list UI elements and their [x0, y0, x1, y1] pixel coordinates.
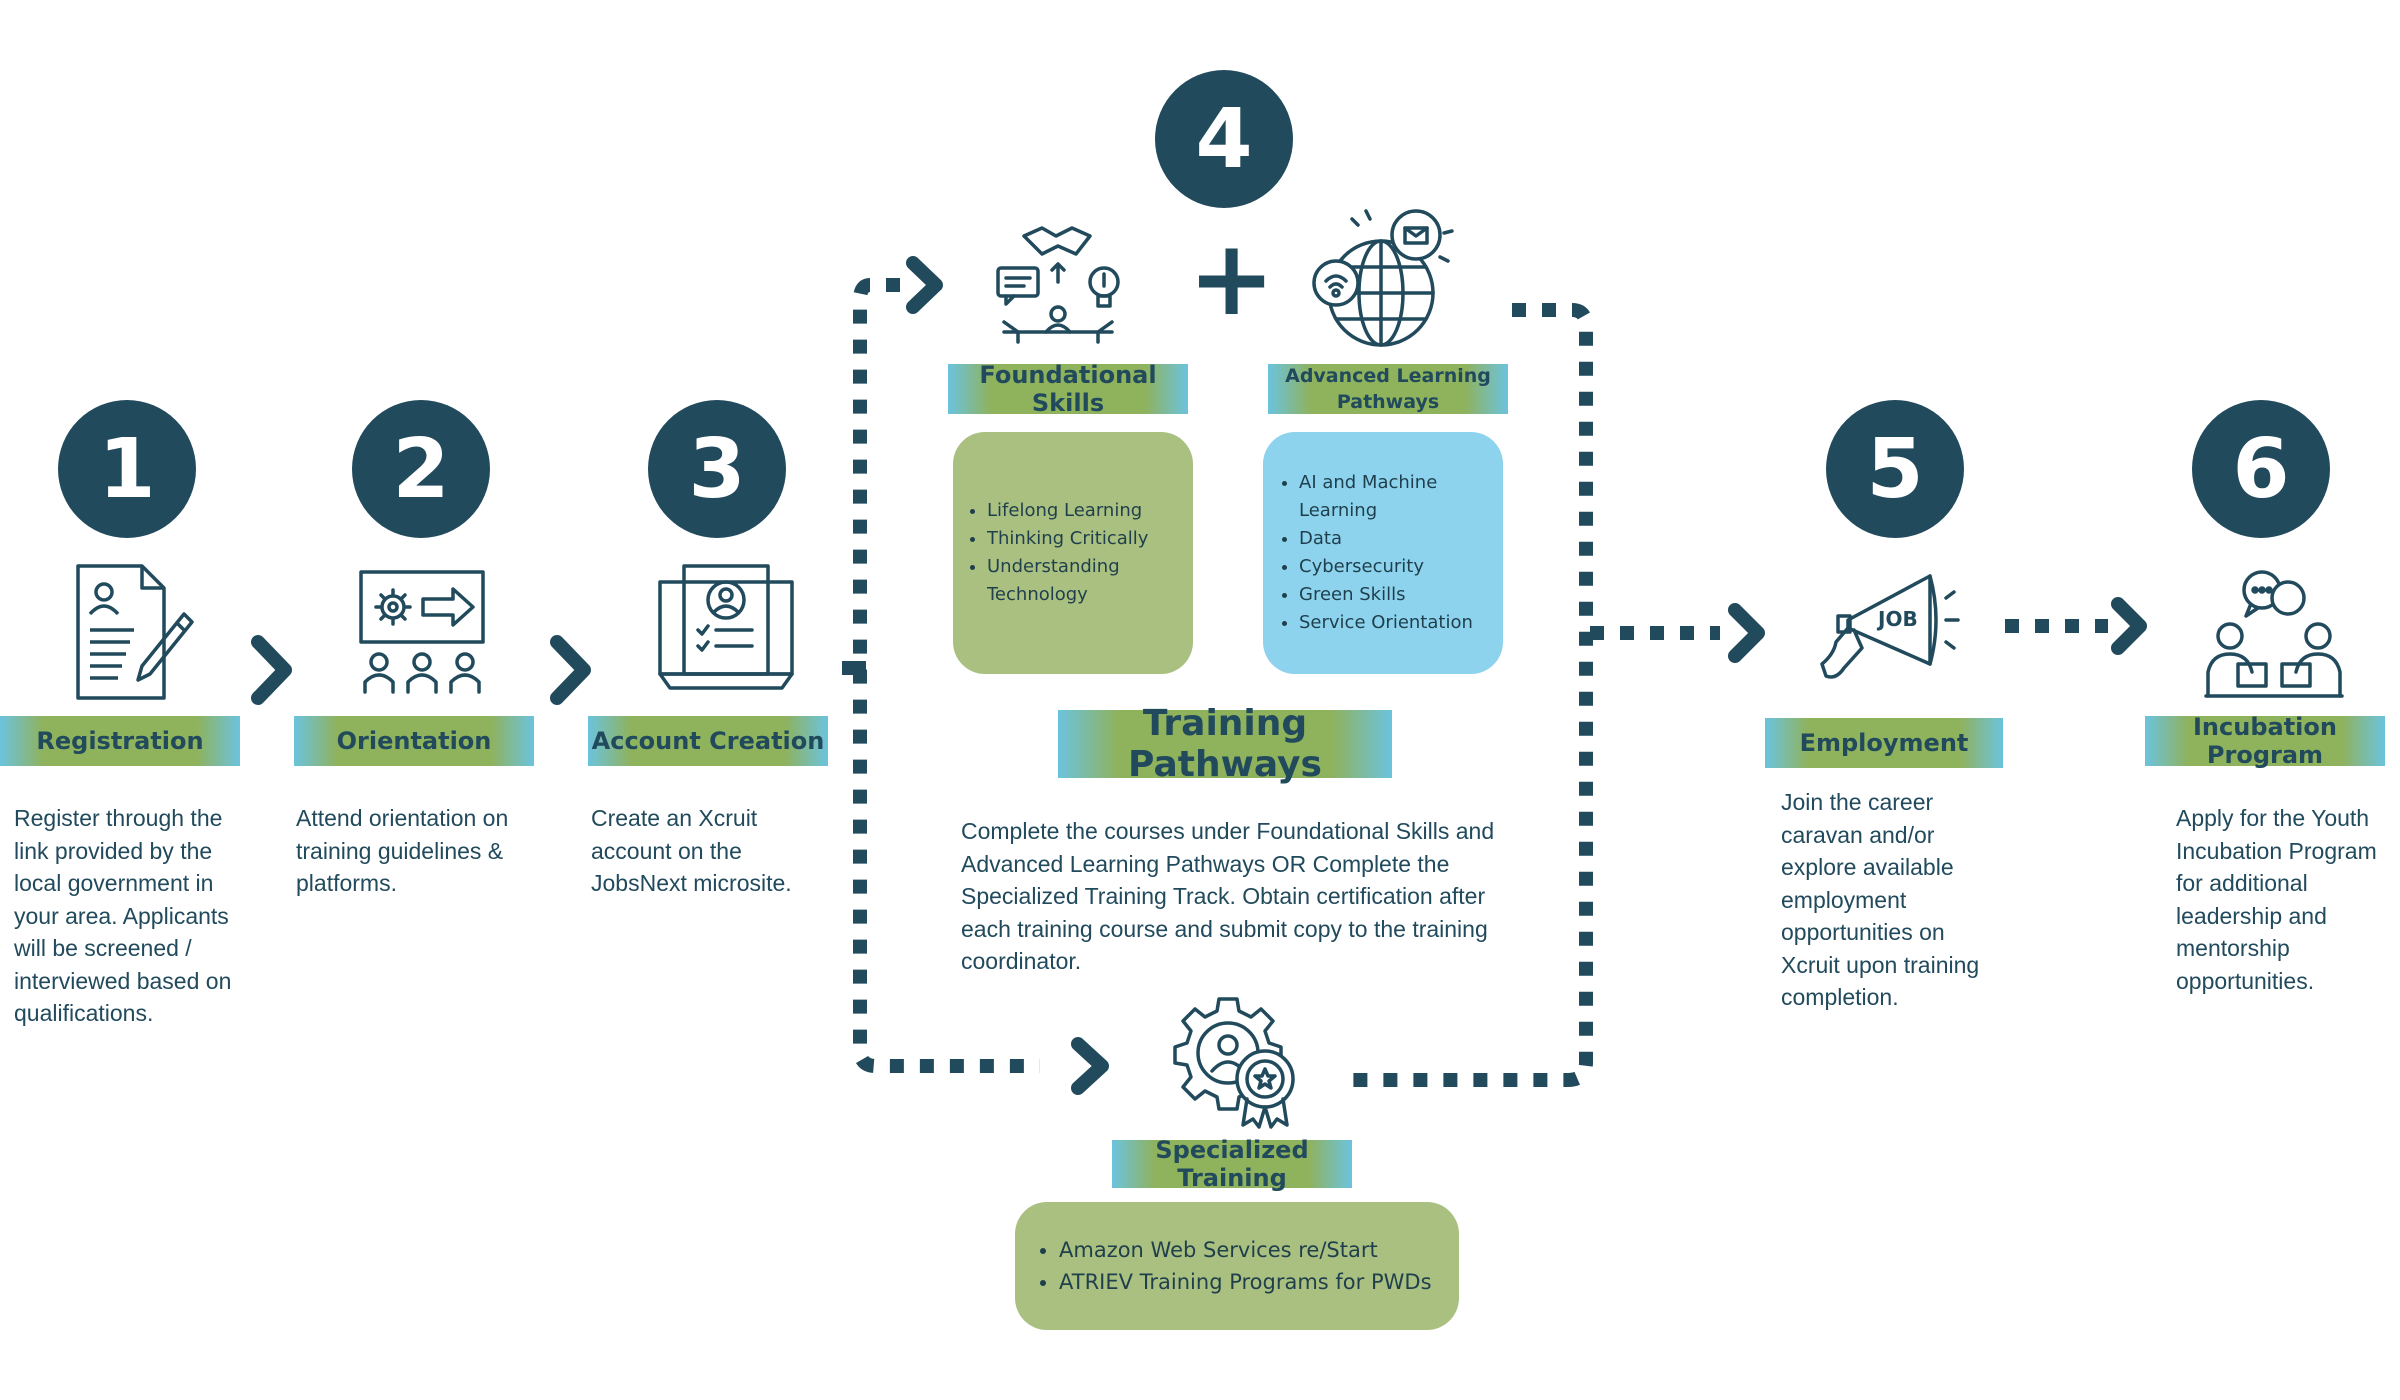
advanced-pathways-box: AI and Machine Learning Data Cybersecuri… — [1263, 432, 1503, 674]
step-number-4: 4 — [1155, 70, 1293, 208]
registration-form-icon — [76, 564, 194, 700]
training-pathways-description: Complete the courses under Foundational … — [961, 818, 1495, 974]
step-label-registration: Registration — [0, 716, 240, 766]
arrowhead-to-incubation — [2111, 597, 2147, 655]
arrow-chevron-2-3 — [550, 635, 591, 705]
foundational-skills-box: Lifelong Learning Thinking Critically Un… — [953, 432, 1193, 674]
step-number-2: 2 — [352, 400, 490, 538]
step-label-account-creation: Account Creation — [588, 716, 828, 766]
foundational-skills-label: Foundational Skills — [948, 361, 1188, 417]
step-number-1: 1 — [58, 400, 196, 538]
list-item: Amazon Web Services re/Start — [1059, 1234, 1432, 1266]
advanced-pathways-label: Advanced Learning Pathways — [1268, 364, 1508, 414]
foundational-skills-list: Lifelong Learning Thinking Critically Un… — [953, 497, 1193, 609]
job-megaphone-icon: JOB — [1820, 574, 1960, 679]
step-label-orientation: Orientation — [294, 716, 534, 766]
gear-award-icon — [1173, 997, 1295, 1129]
step-label-employment: Employment — [1765, 718, 2003, 768]
orientation-description: Attend orientation on training guideline… — [296, 805, 509, 896]
skills-handshake-icon — [996, 226, 1120, 344]
specialized-training-label: Specialized Training — [1112, 1136, 1352, 1192]
arrow-chevron-1-2 — [251, 635, 292, 705]
list-item: AI and Machine Learning — [1299, 469, 1495, 525]
specialized-training-list: Amazon Web Services re/Start ATRIEV Trai… — [1015, 1234, 1432, 1298]
list-item: Thinking Critically — [987, 525, 1193, 553]
list-item: Understanding Technology — [987, 553, 1193, 609]
plus-icon: + — [1188, 217, 1276, 339]
step-label-incubation: Incubation Program — [2145, 713, 2385, 769]
incubation-description: Apply for the Youth Incubation Program f… — [2176, 805, 2377, 994]
list-item: Green Skills — [1299, 581, 1495, 609]
step-number-3: 3 — [648, 400, 786, 538]
specialized-training-box: Amazon Web Services re/Start ATRIEV Trai… — [1015, 1202, 1459, 1330]
list-item: Data — [1299, 525, 1495, 553]
list-item: Cybersecurity — [1299, 553, 1495, 581]
account-profile-icon — [658, 564, 794, 690]
dotted-loop-right — [1350, 303, 1593, 1087]
arrowhead-to-employment — [1728, 603, 1765, 663]
list-item: ATRIEV Training Programs for PWDs — [1059, 1266, 1432, 1298]
arrowhead-to-specialized — [1071, 1037, 1109, 1095]
list-item: Service Orientation — [1299, 609, 1495, 637]
training-pathways-label: Training Pathways — [1058, 703, 1392, 785]
step-number-6: 6 — [2192, 400, 2330, 538]
employment-description: Join the career caravan and/or explore a… — [1781, 789, 1980, 1010]
arrowhead-to-foundational — [906, 256, 943, 314]
orientation-presentation-icon — [359, 570, 485, 694]
job-badge-text: JOB — [1876, 607, 1918, 631]
step-number-5: 5 — [1826, 400, 1964, 538]
globe-network-icon — [1312, 209, 1454, 347]
account-creation-description: Create an Xcruit account on the JobsNext… — [591, 805, 792, 896]
list-item: Lifelong Learning — [987, 497, 1193, 525]
mentorship-meeting-icon — [2204, 570, 2344, 698]
advanced-pathways-list: AI and Machine Learning Data Cybersecuri… — [1263, 469, 1503, 637]
registration-description: Register through the link provided by th… — [14, 805, 232, 1026]
